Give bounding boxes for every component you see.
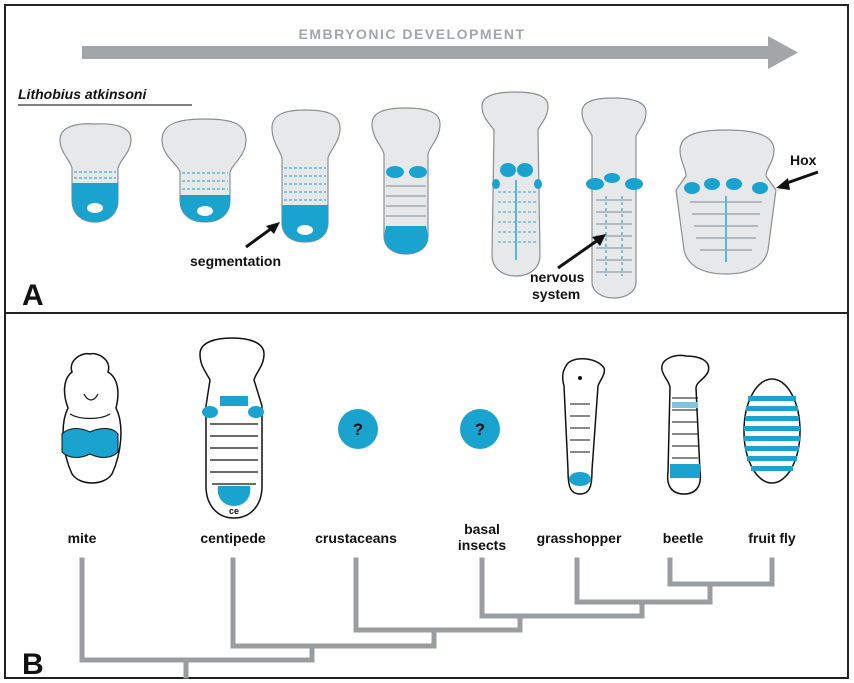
panel-b: ce ? ? (22, 338, 800, 681)
nervous-system-label-line2: system (532, 286, 580, 302)
embryo-stage-6 (582, 98, 646, 298)
taxon-label-crustaceans: crustaceans (315, 530, 397, 546)
basal-insects-question-mark: ? (475, 420, 485, 439)
taxon-label-beetle: beetle (663, 530, 704, 546)
nervous-system-label-line1: nervous (530, 269, 585, 285)
taxon-label-basal-insects-line1: basal (464, 521, 500, 537)
embryo-stage-2 (162, 119, 246, 222)
mite-embryo (62, 354, 121, 483)
hox-label: Hox (790, 152, 817, 168)
embryo-stage-5 (482, 92, 548, 276)
figure-frame (5, 5, 848, 678)
taxon-label-centipede: centipede (200, 530, 266, 546)
phylogenetic-tree (82, 560, 772, 676)
embryo-stage-4 (372, 108, 440, 254)
beetle-embryo (662, 356, 709, 494)
hox-annotation: Hox (776, 152, 818, 190)
crustaceans-unknown-marker: ? (338, 409, 378, 449)
panel-b-letter: B (22, 648, 44, 681)
centipede-mark: ce (229, 506, 239, 516)
centipede-embryo: ce (200, 338, 264, 518)
taxon-label-grasshopper: grasshopper (537, 530, 622, 546)
crustaceans-question-mark: ? (353, 420, 363, 439)
taxon-label-mite: mite (68, 530, 97, 546)
segmentation-annotation: segmentation (190, 222, 281, 269)
segmentation-label: segmentation (190, 253, 281, 269)
development-arrow-title: EMBRYONIC DEVELOPMENT (299, 26, 526, 42)
taxon-label-fruit-fly: fruit fly (748, 530, 796, 546)
embryo-stage-1 (60, 124, 131, 222)
basal-insects-unknown-marker: ? (460, 409, 500, 449)
species-name: Lithobius atkinsoni (18, 86, 147, 102)
panel-a: EMBRYONIC DEVELOPMENT Lithobius atkinson… (18, 26, 818, 312)
taxon-label-basal-insects-line2: insects (458, 537, 506, 553)
fruit-fly-embryo (744, 379, 800, 483)
panel-a-letter: A (22, 279, 44, 312)
development-arrow: EMBRYONIC DEVELOPMENT (82, 26, 798, 69)
embryo-stage-3 (272, 110, 340, 242)
grasshopper-embryo (563, 359, 605, 494)
embryo-stage-7 (676, 130, 776, 274)
